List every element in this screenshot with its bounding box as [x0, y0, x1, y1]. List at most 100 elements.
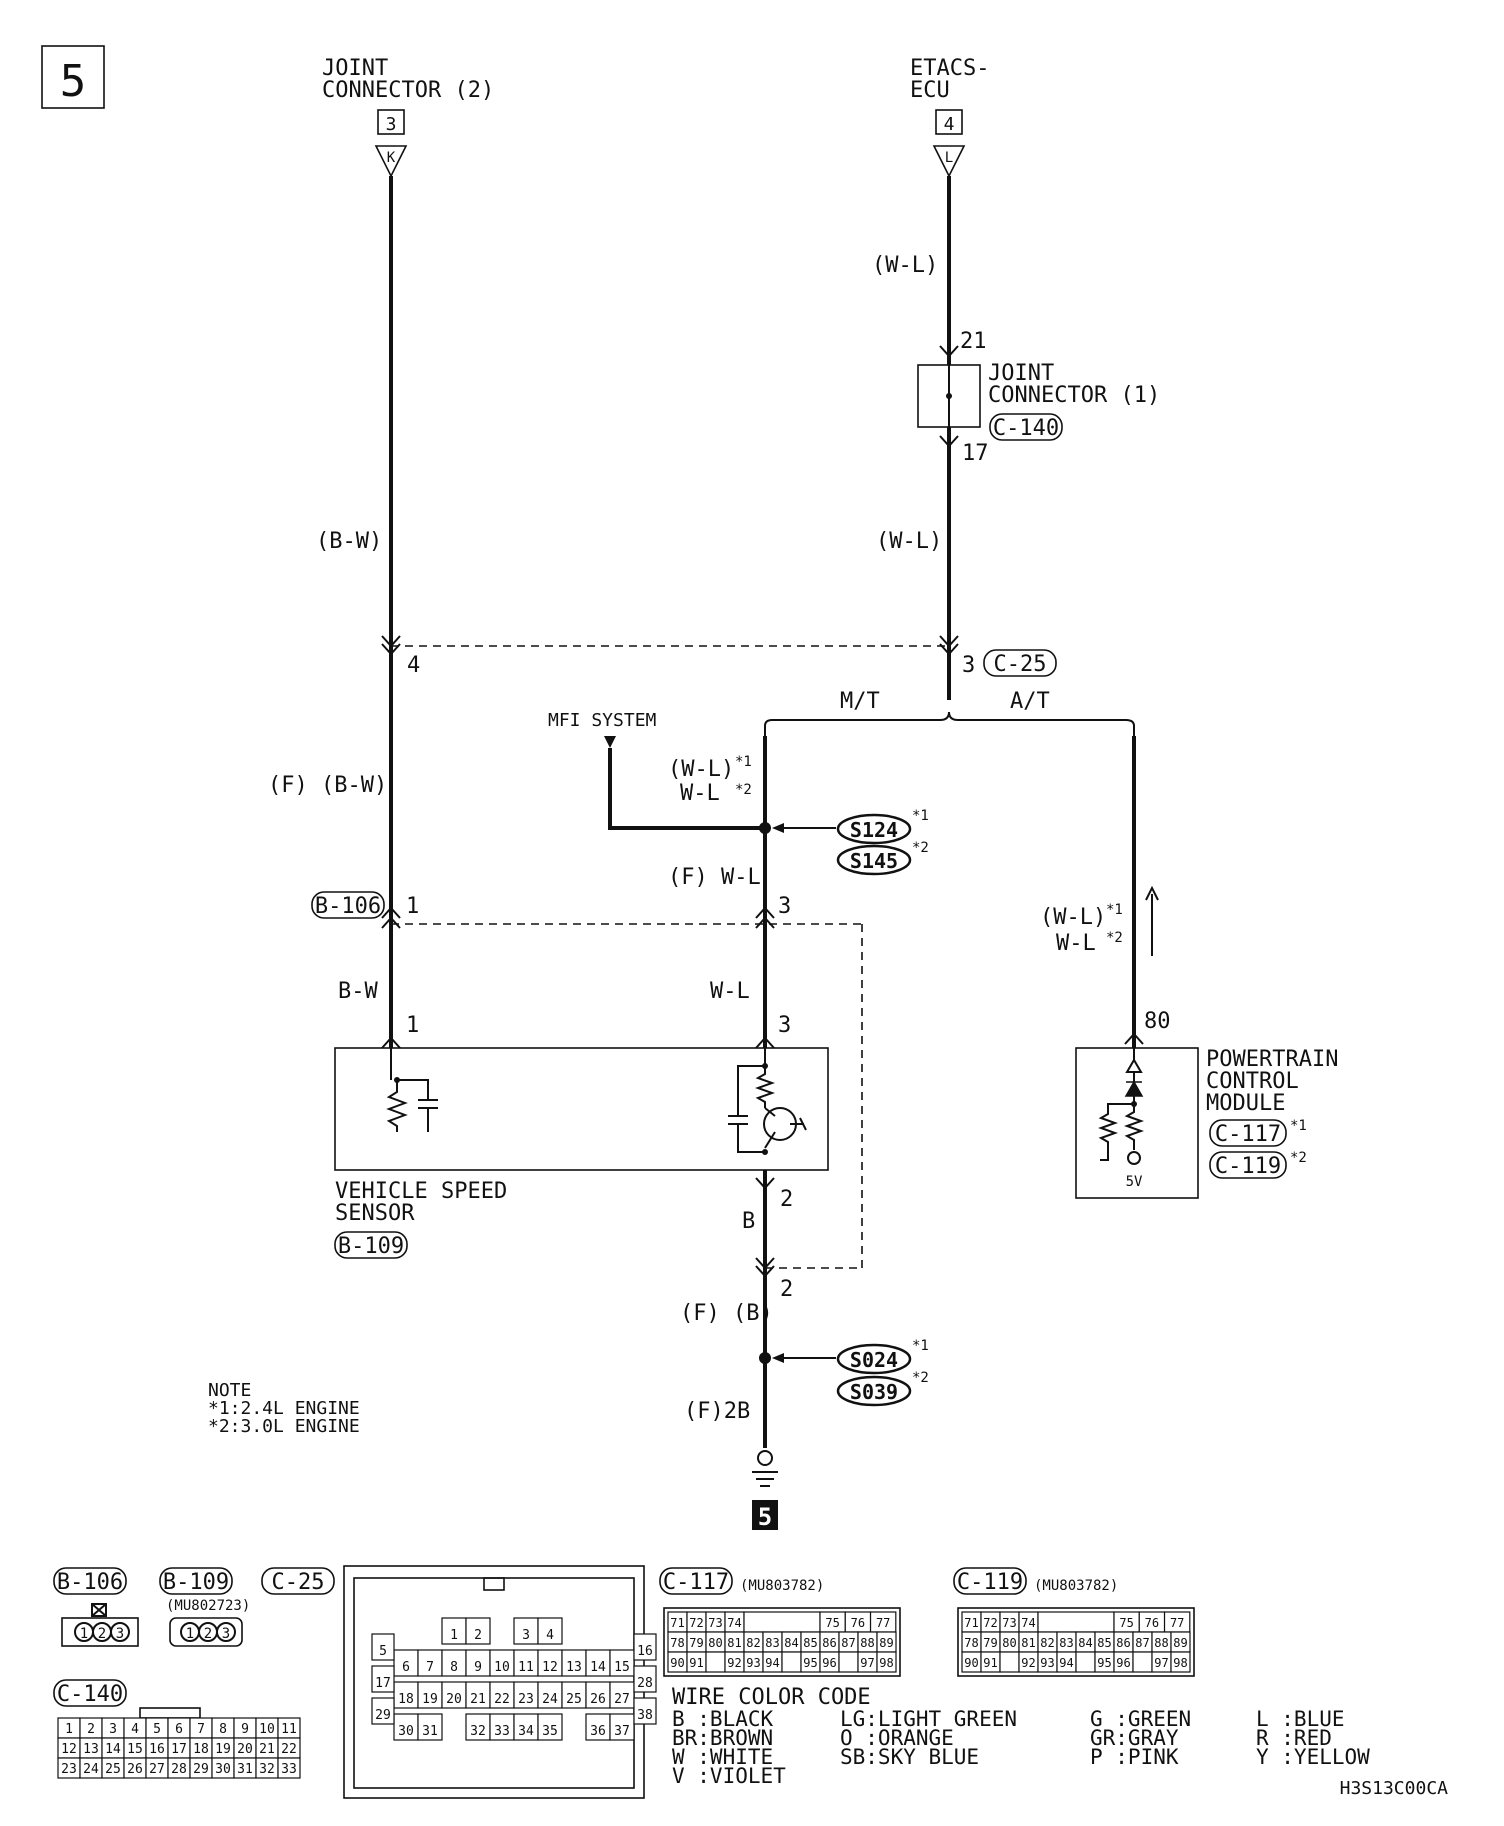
pin-cell: [1075, 1651, 1096, 1673]
pin-number: 34: [518, 1724, 534, 1739]
pcm-signal-arrow-head: [1145, 885, 1159, 901]
mfi-system-label: MFI SYSTEM: [548, 710, 657, 731]
pin-number: 8: [219, 1722, 227, 1737]
pin-number: 25: [105, 1762, 121, 1777]
pcm-box: [1075, 1047, 1199, 1199]
vss-box: [334, 1047, 829, 1171]
pin-number: 17: [375, 1676, 391, 1691]
pin-number: 72: [689, 1616, 703, 1630]
etacs-ref-box: [935, 109, 963, 135]
pin-number: 87: [841, 1636, 855, 1650]
c25-arrow: [939, 635, 959, 656]
pin-number: 5: [153, 1722, 161, 1737]
pin-number: 93: [746, 1656, 760, 1670]
note-line-1: *1:2.4L ENGINE: [208, 1398, 360, 1419]
pin-number: 81: [727, 1636, 741, 1650]
pin-cell: [633, 1697, 657, 1725]
pin-number: 88: [1154, 1636, 1168, 1650]
pin-number: 16: [149, 1742, 165, 1757]
pin-cell: [585, 1681, 611, 1709]
c140-tag: [989, 413, 1063, 441]
etacs-terminal-letter: L: [945, 150, 953, 166]
vss-cap2-icon: [728, 1065, 765, 1153]
center-pin3-arrow: [755, 906, 775, 929]
ground-terminal-icon: [757, 1450, 773, 1466]
wire-wl-s2: W-L: [680, 781, 720, 806]
pin-cell: [216, 1622, 236, 1642]
pin-number: 26: [590, 1692, 606, 1707]
pin-cell: [999, 1651, 1020, 1673]
pin-3-label: 3: [962, 653, 975, 678]
color-code-entry: GR:GRAY: [1090, 1726, 1179, 1750]
c117-part-number: (MU803782): [740, 1578, 824, 1594]
pcm-label-3: MODULE: [1206, 1091, 1285, 1116]
wire-fwl-label: (F) W-L: [668, 865, 761, 890]
pin-number: 95: [1097, 1656, 1111, 1670]
s039-star: *2: [912, 1370, 929, 1386]
jc1-pin-out: 17: [962, 441, 989, 466]
pin-number: 15: [614, 1660, 630, 1675]
pin-number: 16: [637, 1644, 653, 1659]
vss-pin2-arrow: [755, 1177, 775, 1190]
pin-number: 75: [1119, 1616, 1133, 1630]
pin-number: 38: [637, 1708, 653, 1723]
pin-number: 73: [708, 1616, 722, 1630]
pin-number: 81: [1021, 1636, 1035, 1650]
pin-number: 78: [670, 1636, 684, 1650]
pin-number: 37: [614, 1724, 630, 1739]
pin-number: 32: [470, 1724, 486, 1739]
pin-4-label: 4: [407, 653, 420, 678]
s145-star: *2: [912, 840, 929, 856]
pcm-ref-2-star: *2: [1290, 1150, 1307, 1166]
pin-80-label: 80: [1144, 1009, 1171, 1034]
pin-number: 31: [237, 1762, 253, 1777]
pin-number: 91: [983, 1656, 997, 1670]
pin-cell: [417, 1681, 443, 1709]
pin-number: 74: [1021, 1616, 1035, 1630]
pcm-wl-star-1: *1: [1106, 902, 1123, 918]
color-code-entry: R :RED: [1256, 1726, 1332, 1750]
pin-number: 24: [542, 1692, 558, 1707]
jc1-in-arrow: [939, 345, 959, 358]
pin-2b-label: 2: [780, 1277, 793, 1302]
pin-cell: [371, 1697, 395, 1725]
b109-tag: [334, 1231, 408, 1259]
pin-cell: [393, 1713, 419, 1741]
pin-number: 19: [215, 1742, 231, 1757]
figure-code: H3S13C00CA: [1340, 1778, 1449, 1799]
color-code-entry: W :WHITE: [672, 1745, 773, 1769]
pin-3a-label: 3: [778, 894, 791, 919]
b109-part-number: (MU802723): [166, 1598, 250, 1614]
pin-cell: [513, 1617, 539, 1645]
pin-number: 2: [474, 1628, 482, 1643]
at-label: A/T: [1010, 689, 1050, 714]
s145-label: S145: [850, 849, 898, 873]
s039-label: S039: [850, 1380, 898, 1404]
pin-number: 13: [566, 1660, 582, 1675]
mfi-wire: [608, 748, 765, 830]
pin-cell: [465, 1617, 491, 1645]
pin-number: 32: [259, 1762, 275, 1777]
pin-number: 85: [1097, 1636, 1111, 1650]
pin-cell: [838, 1651, 859, 1673]
etacs-ref-number: 4: [944, 114, 955, 135]
pin-number: 83: [765, 1636, 779, 1650]
pin-number: 84: [1078, 1636, 1092, 1650]
pin-number: 25: [566, 1692, 582, 1707]
note-line-2: *2:3.0L ENGINE: [208, 1416, 360, 1437]
b106-face-tag: [53, 1567, 127, 1595]
pin-number: 6: [402, 1660, 410, 1675]
s024-splice: [836, 1343, 912, 1375]
pin-cell: [371, 1633, 395, 1661]
pin-cell: [537, 1649, 563, 1677]
pin-number: 11: [518, 1660, 534, 1675]
pcm-led-icon: [1125, 1048, 1143, 1073]
pin-cell: [371, 1665, 395, 1693]
pin-number: 10: [494, 1660, 510, 1675]
vss-resistor-icon: [386, 1080, 408, 1132]
pin-cell: [1037, 1611, 1115, 1633]
pin-number: 90: [964, 1656, 978, 1670]
pin-cell: [489, 1713, 515, 1741]
